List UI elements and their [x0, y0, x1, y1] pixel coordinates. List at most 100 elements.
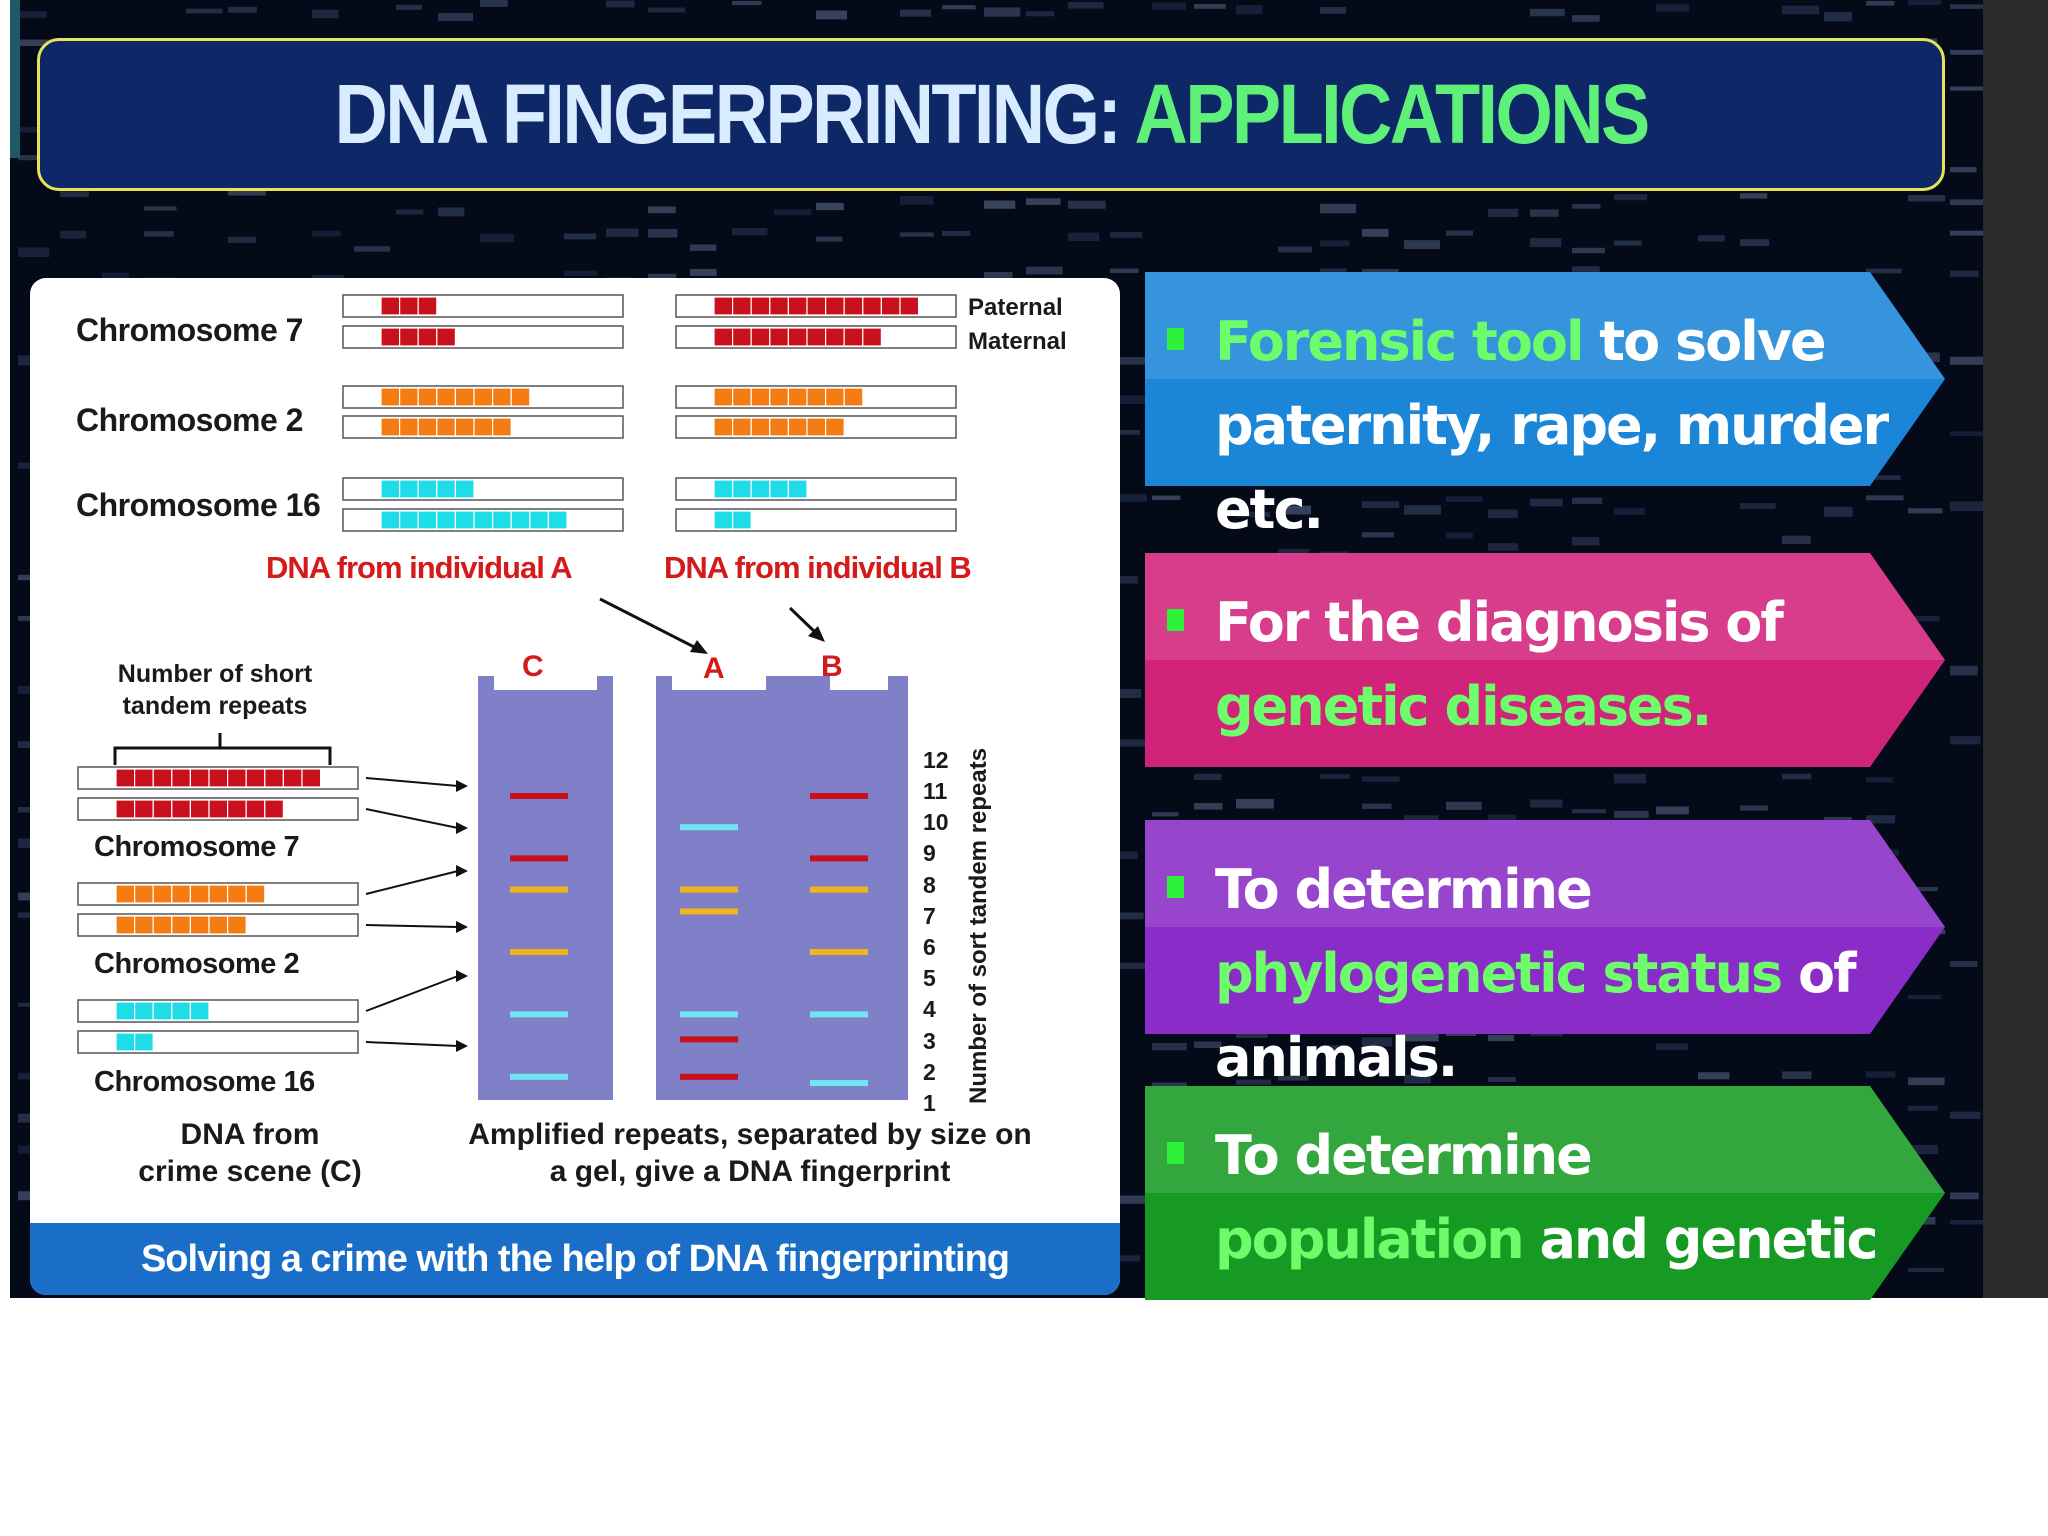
- background-band: [396, 4, 423, 10]
- background-band: [18, 247, 50, 258]
- crime-scene-paternal-repeat: [171, 884, 192, 904]
- chromosome-16-label: Chromosome 16: [76, 487, 321, 523]
- individual-a-paternal-repeat: [417, 387, 438, 407]
- individual-b-paternal-repeat: [731, 387, 752, 407]
- background-band: [690, 244, 717, 251]
- individual-b-maternal-repeat: [806, 327, 827, 347]
- background-band: [1488, 509, 1518, 518]
- crime-scene-paternal-repeat: [115, 1001, 136, 1021]
- str-label-line1: Number of short: [117, 660, 313, 688]
- background-band: [1950, 4, 1983, 9]
- individual-b-paternal-repeat: [731, 479, 752, 499]
- background-band: [1572, 497, 1603, 505]
- scale-number: 3: [923, 1027, 936, 1054]
- background-band: [1110, 1195, 1148, 1204]
- background-band: [1908, 195, 1945, 202]
- individual-a-maternal-repeat: [417, 417, 438, 437]
- background-band: [1740, 503, 1776, 509]
- individual-a-maternal-repeat: [436, 417, 456, 437]
- background-band: [1698, 1072, 1730, 1080]
- individual-b-paternal-repeat: [806, 387, 827, 407]
- background-band: [732, 0, 762, 6]
- crime-chromosome-7-label: Chromosome 7: [94, 831, 300, 863]
- background-band: [1446, 532, 1473, 539]
- scale-number: 12: [923, 746, 949, 773]
- lane-a-letter: A: [703, 652, 725, 685]
- individual-a-maternal-repeat: [436, 510, 456, 530]
- individual-b-maternal-repeat: [731, 327, 752, 347]
- maternal-label: Maternal: [968, 328, 1067, 355]
- scale-number: 2: [923, 1058, 936, 1085]
- individual-a-maternal-repeat: [529, 510, 549, 530]
- background-band: [1152, 812, 1179, 817]
- background-band: [1320, 203, 1357, 214]
- crime-scene-paternal-repeat: [208, 768, 229, 788]
- crime-scene-paternal-repeat: [133, 1001, 154, 1021]
- background-band: [1740, 239, 1770, 247]
- individual-a-paternal-repeat: [380, 296, 401, 316]
- scale-number: 11: [923, 778, 948, 804]
- scale-number: 7: [923, 902, 936, 929]
- chromosome-7-label: Chromosome 7: [76, 312, 303, 348]
- background-band: [1950, 49, 1983, 55]
- individual-b-maternal-repeat: [862, 327, 882, 347]
- background-band: [438, 13, 473, 21]
- background-band: [1404, 240, 1441, 250]
- background-band: [1362, 501, 1400, 508]
- background-band: [1110, 739, 1148, 747]
- individual-a-paternal-repeat: [510, 387, 531, 407]
- background-band: [1110, 912, 1144, 920]
- background-band: [228, 6, 257, 13]
- individual-b-maternal-repeat: [824, 417, 845, 437]
- individual-a-maternal-repeat: [510, 510, 531, 530]
- background-band: [1110, 357, 1148, 365]
- background-band: [1950, 230, 1983, 236]
- background-band: [1236, 1032, 1268, 1039]
- band-c: [510, 1011, 568, 1018]
- background-band: [1530, 498, 1563, 507]
- caption-text: Solving a crime with the help of DNA fin…: [140, 1237, 1010, 1280]
- background-band: [1110, 851, 1138, 860]
- banner-shape: [1145, 553, 1945, 767]
- background-band: [1866, 815, 1896, 824]
- crime-scene-paternal-repeat: [171, 1001, 192, 1021]
- background-band: [900, 9, 932, 17]
- individual-b-maternal-repeat: [843, 327, 864, 347]
- background-band: [1362, 776, 1400, 782]
- individual-a-paternal-repeat: [492, 387, 512, 407]
- individual-b-paternal-repeat: [806, 296, 827, 316]
- background-band: [1068, 200, 1106, 209]
- crime-scene-maternal-repeat: [264, 799, 285, 819]
- background-band: [1404, 815, 1439, 825]
- crime-scene-paternal-repeat: [133, 768, 154, 788]
- individual-b-paternal-repeat: [787, 296, 808, 316]
- body-text: To determine: [1215, 1124, 1593, 1187]
- background-band: [984, 272, 1013, 281]
- background-band: [1782, 773, 1812, 780]
- gel-arrow-head: [456, 970, 468, 982]
- background-band: [942, 5, 976, 10]
- background-band: [1278, 1075, 1309, 1081]
- background-band: [1488, 1035, 1515, 1042]
- background-band: [1362, 228, 1389, 237]
- background-band: [1950, 1219, 1983, 1225]
- background-band: [438, 207, 465, 217]
- background-band: [1152, 1042, 1187, 1051]
- band-c: [510, 886, 568, 893]
- background-band: [1194, 773, 1222, 781]
- individual-a-paternal-repeat: [473, 387, 494, 407]
- background-band: [1194, 1041, 1222, 1049]
- individual-b-paternal-repeat: [750, 296, 771, 316]
- individual-b-paternal-repeat: [750, 479, 771, 499]
- individual-b-paternal-repeat: [750, 387, 771, 407]
- background-band: [60, 230, 87, 239]
- chromosome-2-label: Chromosome 2: [76, 402, 303, 438]
- individual-b-maternal-repeat: [713, 510, 734, 530]
- individual-b-label: DNA from individual B: [664, 550, 972, 585]
- background-band: [1908, 886, 1938, 892]
- background-band: [1236, 511, 1271, 518]
- band-c: [510, 793, 568, 799]
- corner-accent: [10, 0, 20, 158]
- banner-shape: [1145, 1086, 1945, 1300]
- background-band: [1110, 689, 1142, 698]
